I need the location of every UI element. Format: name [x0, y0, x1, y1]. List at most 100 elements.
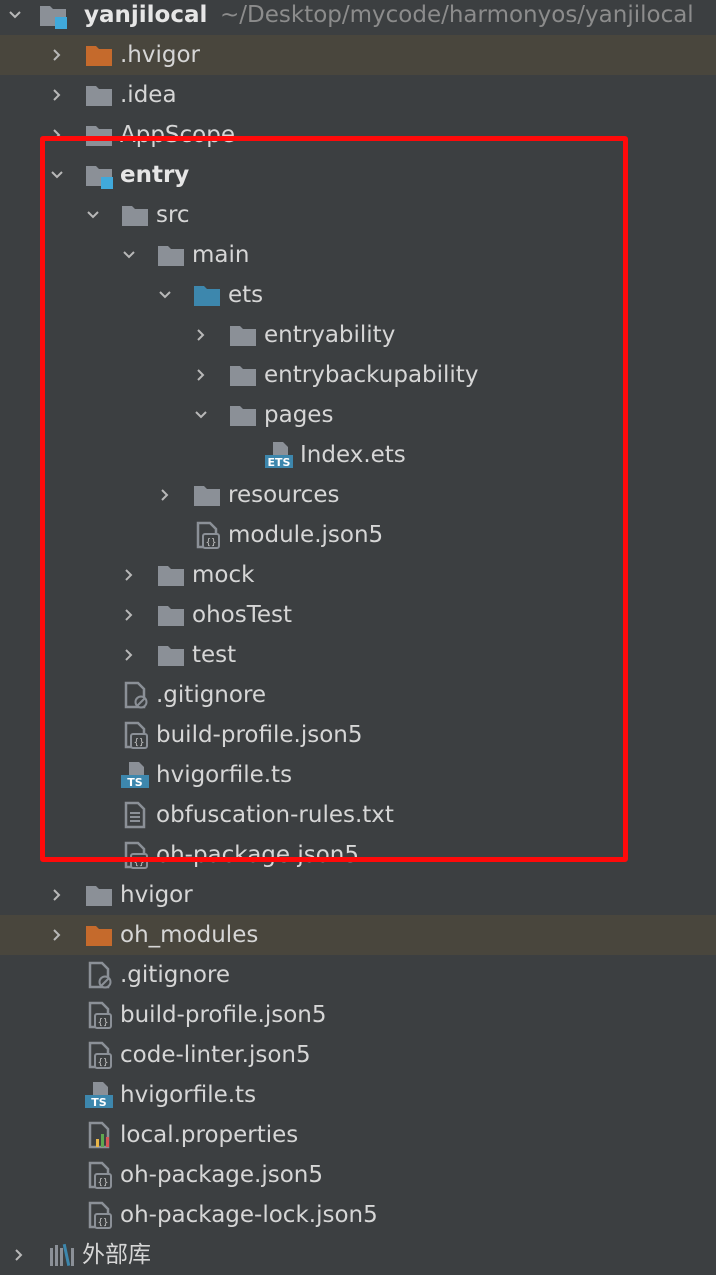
chevron-down-icon[interactable]	[154, 275, 176, 315]
tree-row-code-linter-json5[interactable]: {}code-linter.json5	[0, 1035, 716, 1075]
tree-row-entryability[interactable]: entryability	[0, 315, 716, 355]
tree-row-main[interactable]: main	[0, 235, 716, 275]
folder-icon	[228, 400, 258, 430]
tree-row-build-profile-json5[interactable]: {}build-profile.json5	[0, 715, 716, 755]
tree-row-local-properties[interactable]: local.properties	[0, 1115, 716, 1155]
folder-icon	[156, 640, 186, 670]
tree-item-label: obfuscation-rules.txt	[156, 802, 394, 828]
folder-icon	[228, 320, 258, 350]
tree-row-oh-modules[interactable]: oh_modules	[0, 915, 716, 955]
tree-item-label: build-profile.json5	[156, 722, 363, 748]
svg-text:TS: TS	[91, 1096, 107, 1109]
tree-row-pages[interactable]: pages	[0, 395, 716, 435]
tree-row-appscope[interactable]: AppScope	[0, 115, 716, 155]
tree-row-mock[interactable]: mock	[0, 555, 716, 595]
tree-item-label: module.json5	[228, 522, 384, 548]
library-icon	[46, 1240, 76, 1270]
tree-row-oh-package-json5[interactable]: {} oh-package.json5	[0, 1155, 716, 1195]
tree-row-entry[interactable]: entry	[0, 155, 716, 195]
chevron-down-icon[interactable]	[46, 155, 68, 195]
tree-item-label: 外部库	[82, 1242, 151, 1268]
folder-icon	[228, 360, 258, 390]
svg-text:{}: {}	[98, 1178, 109, 1188]
chevron-down-icon[interactable]	[118, 235, 140, 275]
tree-row-ohostest[interactable]: ohosTest	[0, 595, 716, 635]
chevron-right-icon[interactable]	[46, 115, 68, 155]
folder-icon	[156, 600, 186, 630]
properties-file-icon	[84, 1120, 114, 1150]
chevron-down-icon[interactable]	[4, 0, 26, 35]
tree-row-idea[interactable]: .idea	[0, 75, 716, 115]
chevron-down-icon[interactable]	[190, 395, 212, 435]
svg-text:{}: {}	[98, 1218, 109, 1228]
folder-icon	[192, 480, 222, 510]
tree-item-label: code-linter.json5	[120, 1042, 311, 1068]
tree-row-oh-package-lock-json5[interactable]: {} oh-package-lock.json5	[0, 1195, 716, 1235]
tree-item-label: oh-package-lock.json5	[120, 1202, 378, 1228]
tree-row-entrybackupability[interactable]: entrybackupability	[0, 355, 716, 395]
chevron-right-icon[interactable]	[46, 915, 68, 955]
tree-item-label: resources	[228, 482, 340, 508]
tree-row-test[interactable]: test	[0, 635, 716, 675]
chevron-right-icon[interactable]	[46, 75, 68, 115]
chevron-right-icon[interactable]	[46, 35, 68, 75]
chevron-right-icon[interactable]	[118, 555, 140, 595]
tree-row-hvigor[interactable]: .hvigor	[0, 35, 716, 75]
ts-file-icon: TS	[84, 1080, 114, 1110]
svg-text:{}: {}	[134, 858, 145, 868]
tree-row-gitignore[interactable]: .gitignore	[0, 955, 716, 995]
tree-item-label: .idea	[120, 82, 177, 108]
tree-row-module-json5[interactable]: {} module.json5	[0, 515, 716, 555]
tree-item-label: oh_modules	[120, 922, 259, 948]
svg-text:TS: TS	[127, 776, 143, 789]
gitignore-file-icon	[84, 960, 114, 990]
chevron-right-icon[interactable]	[154, 475, 176, 515]
module-folder-icon	[84, 160, 114, 190]
tree-item-label: entrybackupability	[264, 362, 479, 388]
json5-file-icon: {}	[84, 1040, 114, 1070]
ets-file-icon: ETS	[264, 440, 294, 470]
chevron-down-icon[interactable]	[82, 195, 104, 235]
chevron-right-icon[interactable]	[118, 635, 140, 675]
tree-item-label: local.properties	[120, 1122, 299, 1148]
tree-item-label: oh-package.json5	[156, 842, 360, 868]
tree-item-label: hvigor	[120, 882, 193, 908]
json5-file-icon: {}	[120, 720, 150, 750]
tree-row-root[interactable]: yanjilocal ~/Desktop/mycode/harmonyos/ya…	[0, 0, 716, 35]
chevron-right-icon[interactable]	[190, 315, 212, 355]
folder-icon	[84, 80, 114, 110]
folder-orange-icon	[84, 40, 114, 70]
tree-row-item[interactable]: 外部库	[0, 1235, 716, 1275]
module-folder-icon	[38, 0, 68, 30]
chevron-right-icon[interactable]	[46, 875, 68, 915]
tree-row-resources[interactable]: resources	[0, 475, 716, 515]
tree-row-oh-package-json5[interactable]: {} oh-package.json5	[0, 835, 716, 875]
chevron-right-icon[interactable]	[118, 595, 140, 635]
tree-row-build-profile-json5[interactable]: {} build-profile.json5	[0, 995, 716, 1035]
json5-file-icon: {}	[192, 520, 222, 550]
tree-row-ets[interactable]: ets	[0, 275, 716, 315]
chevron-right-icon[interactable]	[190, 355, 212, 395]
svg-text:{}: {}	[98, 1018, 109, 1028]
text-file-icon	[120, 800, 150, 830]
svg-text:ETS: ETS	[268, 456, 291, 469]
tree-item-label: entry	[120, 162, 190, 188]
folder-orange-icon	[84, 920, 114, 950]
tree-row-src[interactable]: src	[0, 195, 716, 235]
folder-icon	[84, 120, 114, 150]
tree-item-label: .gitignore	[120, 962, 231, 988]
tree-row-obfuscation-rules-txt[interactable]: obfuscation-rules.txt	[0, 795, 716, 835]
svg-text:{}: {}	[206, 538, 217, 548]
tree-item-label: src	[156, 202, 190, 228]
tree-row-hvigor[interactable]: hvigor	[0, 875, 716, 915]
tree-item-label: oh-package.json5	[120, 1162, 324, 1188]
tree-row-gitignore[interactable]: .gitignore	[0, 675, 716, 715]
chevron-right-icon[interactable]	[8, 1235, 30, 1275]
tree-item-label: .hvigor	[120, 42, 201, 68]
tree-item-label: build-profile.json5	[120, 1002, 327, 1028]
tree-item-label: ohosTest	[192, 602, 292, 628]
